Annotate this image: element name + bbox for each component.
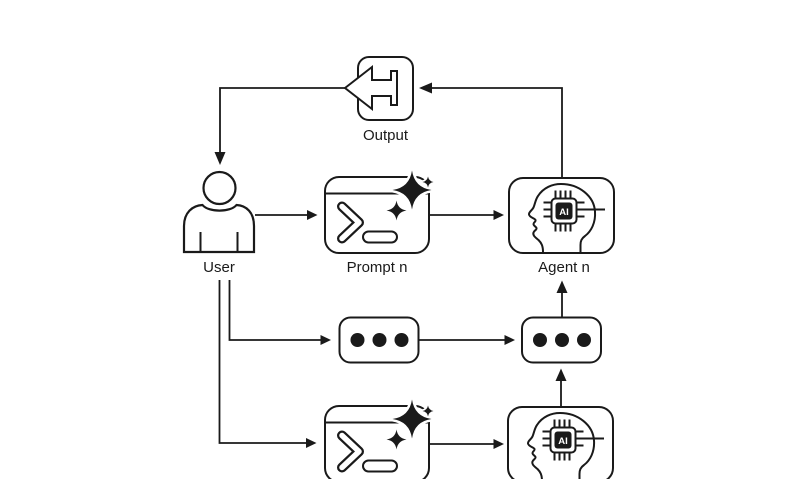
edge-agent-n-to-output <box>419 82 563 178</box>
prompt-n-icon <box>325 171 434 254</box>
ellipsis-right-icon <box>521 316 602 364</box>
edge-ellipsis-left-to-ellipsis-right <box>418 335 515 345</box>
return-arrow-icon <box>343 64 398 112</box>
person-head-icon <box>202 170 237 206</box>
user-label: User <box>203 259 235 276</box>
agent-n-label: Agent n <box>538 259 590 276</box>
prompt-1-node <box>325 400 434 479</box>
edge-user-to-ellipsis-left <box>228 280 331 345</box>
output-label: Output <box>363 127 409 144</box>
arrowhead <box>214 152 226 165</box>
arrowhead <box>504 335 515 345</box>
person-body-icon <box>182 203 256 254</box>
arrowhead <box>419 82 432 94</box>
prompt-1-icon <box>325 400 434 479</box>
agent-n-icon <box>508 177 615 254</box>
edge-ellipsis-right-to-agent-n <box>556 280 568 317</box>
agent-1-node <box>507 406 614 479</box>
edge-user-to-prompt-n <box>255 210 318 220</box>
ellipsis-right-node <box>521 316 602 364</box>
output-node: Output <box>343 56 414 144</box>
ellipsis-left-icon <box>338 316 420 364</box>
edge-prompt-1-to-agent-1 <box>429 439 504 449</box>
edge-user-to-prompt-1 <box>218 280 317 448</box>
arrowhead <box>306 438 317 448</box>
user-node: User <box>182 170 256 276</box>
agent-n-node: Agent n <box>508 177 615 276</box>
arrowhead <box>307 210 318 220</box>
edge-output-to-user <box>214 87 345 165</box>
person-sleeve-lines <box>199 232 239 252</box>
edge-prompt-n-to-agent-n <box>429 210 504 220</box>
arrowhead <box>556 280 568 293</box>
ellipsis-left-node <box>338 316 420 364</box>
prompt-n-node: Prompt n <box>325 171 434 276</box>
agent-1-icon <box>507 406 614 479</box>
arrowhead <box>320 335 331 345</box>
arrowhead <box>493 439 504 449</box>
edge-agent-1-to-ellipsis-right <box>555 368 567 407</box>
arrowhead <box>555 368 567 381</box>
arrowhead <box>493 210 504 220</box>
prompt-n-label: Prompt n <box>347 259 408 276</box>
